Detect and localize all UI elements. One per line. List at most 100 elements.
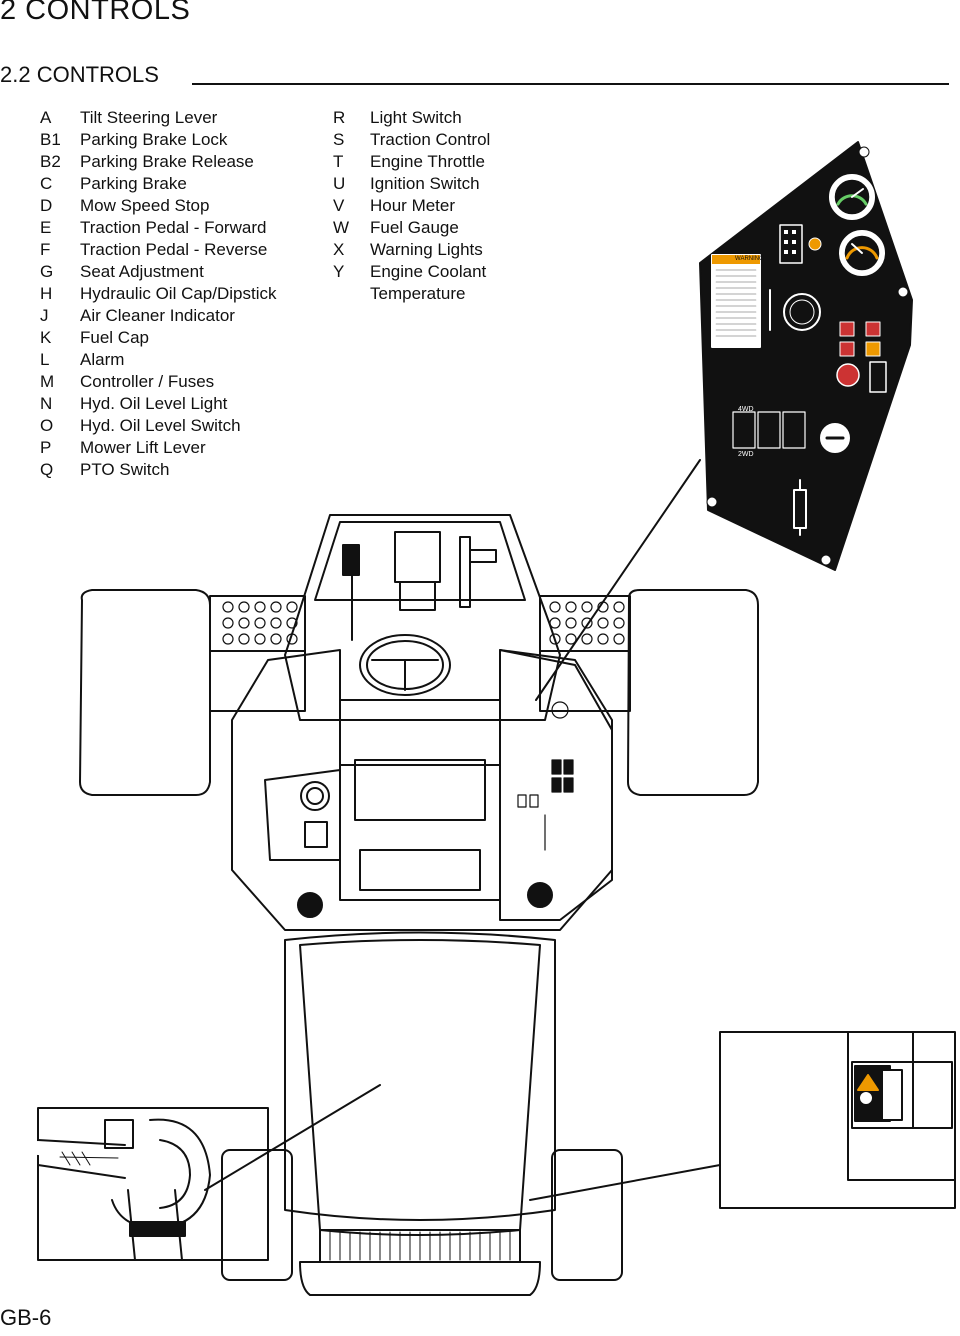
- legend-code: Y: [333, 262, 345, 281]
- legend-label: Parking Brake Release: [80, 152, 254, 171]
- hour-meter-icon: [779, 224, 803, 264]
- traction-control-icon: [836, 363, 860, 387]
- chapter-heading: 2 CONTROLS: [0, 0, 191, 26]
- legend-row: N Hyd. Oil Level Light: [40, 393, 277, 415]
- legend-row: T Engine Throttle: [333, 151, 490, 173]
- legend-label: Hyd. Oil Level Light: [80, 394, 228, 413]
- legend-code: P: [40, 438, 52, 457]
- legend-code: L: [40, 350, 50, 369]
- warning-decal: [711, 254, 761, 348]
- callout-inset-left: [204, 1084, 381, 1191]
- legend-code: M: [40, 372, 55, 391]
- legend-code: F: [40, 240, 51, 259]
- legend-label: Parking Brake Lock: [80, 130, 228, 149]
- legend-code: A: [40, 108, 52, 127]
- legend-code: V: [333, 196, 345, 215]
- legend-row: B2 Parking Brake Release: [40, 151, 277, 173]
- legend-row: S Traction Control: [333, 129, 490, 151]
- legend-row: D Mow Speed Stop: [40, 195, 277, 217]
- legend-row: U Ignition Switch: [333, 173, 490, 195]
- light-switch-icon: [869, 361, 887, 393]
- callout-panel-line: [535, 459, 701, 701]
- legend-code: B2: [40, 152, 61, 171]
- legend-row: C Parking Brake: [40, 173, 277, 195]
- legend-label: Ignition Switch: [370, 174, 480, 193]
- legend-label: Parking Brake: [80, 174, 187, 193]
- mode-4wd-label: 4WD: [738, 406, 754, 413]
- legend-label: Controller / Fuses: [80, 372, 215, 391]
- warning-lights-icon: [839, 321, 881, 357]
- legend-code: B1: [40, 130, 61, 149]
- legend-code: X: [333, 240, 345, 259]
- legend-label: PTO Switch: [80, 460, 170, 479]
- ignition-switch-icon: [820, 423, 850, 453]
- legend-code: E: [40, 218, 52, 237]
- legend-code: U: [333, 174, 346, 193]
- legend-code: C: [40, 174, 53, 193]
- legend-code: S: [333, 130, 345, 149]
- legend-label: Hydraulic Oil Cap/Dipstick: [80, 284, 277, 303]
- legend-label: Mower Lift Lever: [80, 438, 206, 457]
- legend-row: F Traction Pedal - Reverse: [40, 239, 277, 261]
- legend-label: Traction Control: [370, 130, 491, 149]
- legend-code: K: [40, 328, 52, 347]
- callout-inset-right: [529, 1164, 721, 1201]
- legend-code: W: [333, 218, 350, 237]
- warning-label-text: WARNING: [735, 256, 764, 262]
- instrument-panel: [699, 141, 913, 571]
- inset-air-cleaner: [31, 1107, 269, 1261]
- legend-label: Seat Adjustment: [80, 262, 204, 281]
- fuel-gauge-icon: [839, 230, 885, 276]
- legend-code: Q: [40, 460, 54, 479]
- legend-label: Mow Speed Stop: [80, 196, 210, 215]
- legend-code: G: [40, 262, 54, 281]
- legend-code: H: [40, 284, 53, 303]
- legend-label: Light Switch: [370, 108, 462, 127]
- legend-row: R Light Switch: [333, 107, 490, 129]
- legend-row: P Mower Lift Lever: [40, 437, 277, 459]
- legend-row: B1 Parking Brake Lock: [40, 129, 277, 151]
- throttle-icon: [769, 289, 821, 331]
- coolant-temp-gauge-icon: [829, 174, 875, 220]
- legend-row: O Hyd. Oil Level Switch: [40, 415, 277, 437]
- legend-code: R: [333, 108, 346, 127]
- legend-label: Warning Lights: [370, 240, 483, 259]
- legend-row: E Traction Pedal - Forward: [40, 217, 277, 239]
- legend-label: Engine Throttle: [370, 152, 485, 171]
- legend-label: Fuel Gauge: [370, 218, 459, 237]
- legend-label: Traction Pedal - Forward: [80, 218, 267, 237]
- legend-code: N: [40, 394, 53, 413]
- legend-row: Temperature: [333, 283, 490, 305]
- legend-label: Temperature: [370, 284, 466, 303]
- legend-row: X Warning Lights: [333, 239, 490, 261]
- page-number: GB-6: [0, 1305, 52, 1330]
- legend-code: O: [40, 416, 54, 435]
- legend-label: Alarm: [80, 350, 125, 369]
- alarm-light-icon: [808, 237, 822, 251]
- inset-controller: [719, 1031, 956, 1209]
- legend-row: Y Engine Coolant: [333, 261, 490, 283]
- legend-row: K Fuel Cap: [40, 327, 277, 349]
- section-rule: [192, 83, 949, 85]
- legend-code: T: [333, 152, 344, 171]
- legend-label: Fuel Cap: [80, 328, 149, 347]
- legend-label: Engine Coolant: [370, 262, 487, 281]
- legend-label: Traction Pedal - Reverse: [80, 240, 268, 259]
- section-title: 2.2 CONTROLS: [0, 62, 159, 87]
- legend-code: J: [40, 306, 49, 325]
- legend-row: M Controller / Fuses: [40, 371, 277, 393]
- mower-lift-lever-icon: [793, 479, 807, 536]
- mode-switches-icon: [732, 411, 806, 449]
- legend-row: W Fuel Gauge: [333, 217, 490, 239]
- mode-2wd-label: 2WD: [738, 451, 754, 458]
- legend-label: Hyd. Oil Level Switch: [80, 416, 241, 435]
- legend-code: D: [40, 196, 53, 215]
- tractor-body: [79, 514, 759, 1296]
- legend-row: G Seat Adjustment: [40, 261, 277, 283]
